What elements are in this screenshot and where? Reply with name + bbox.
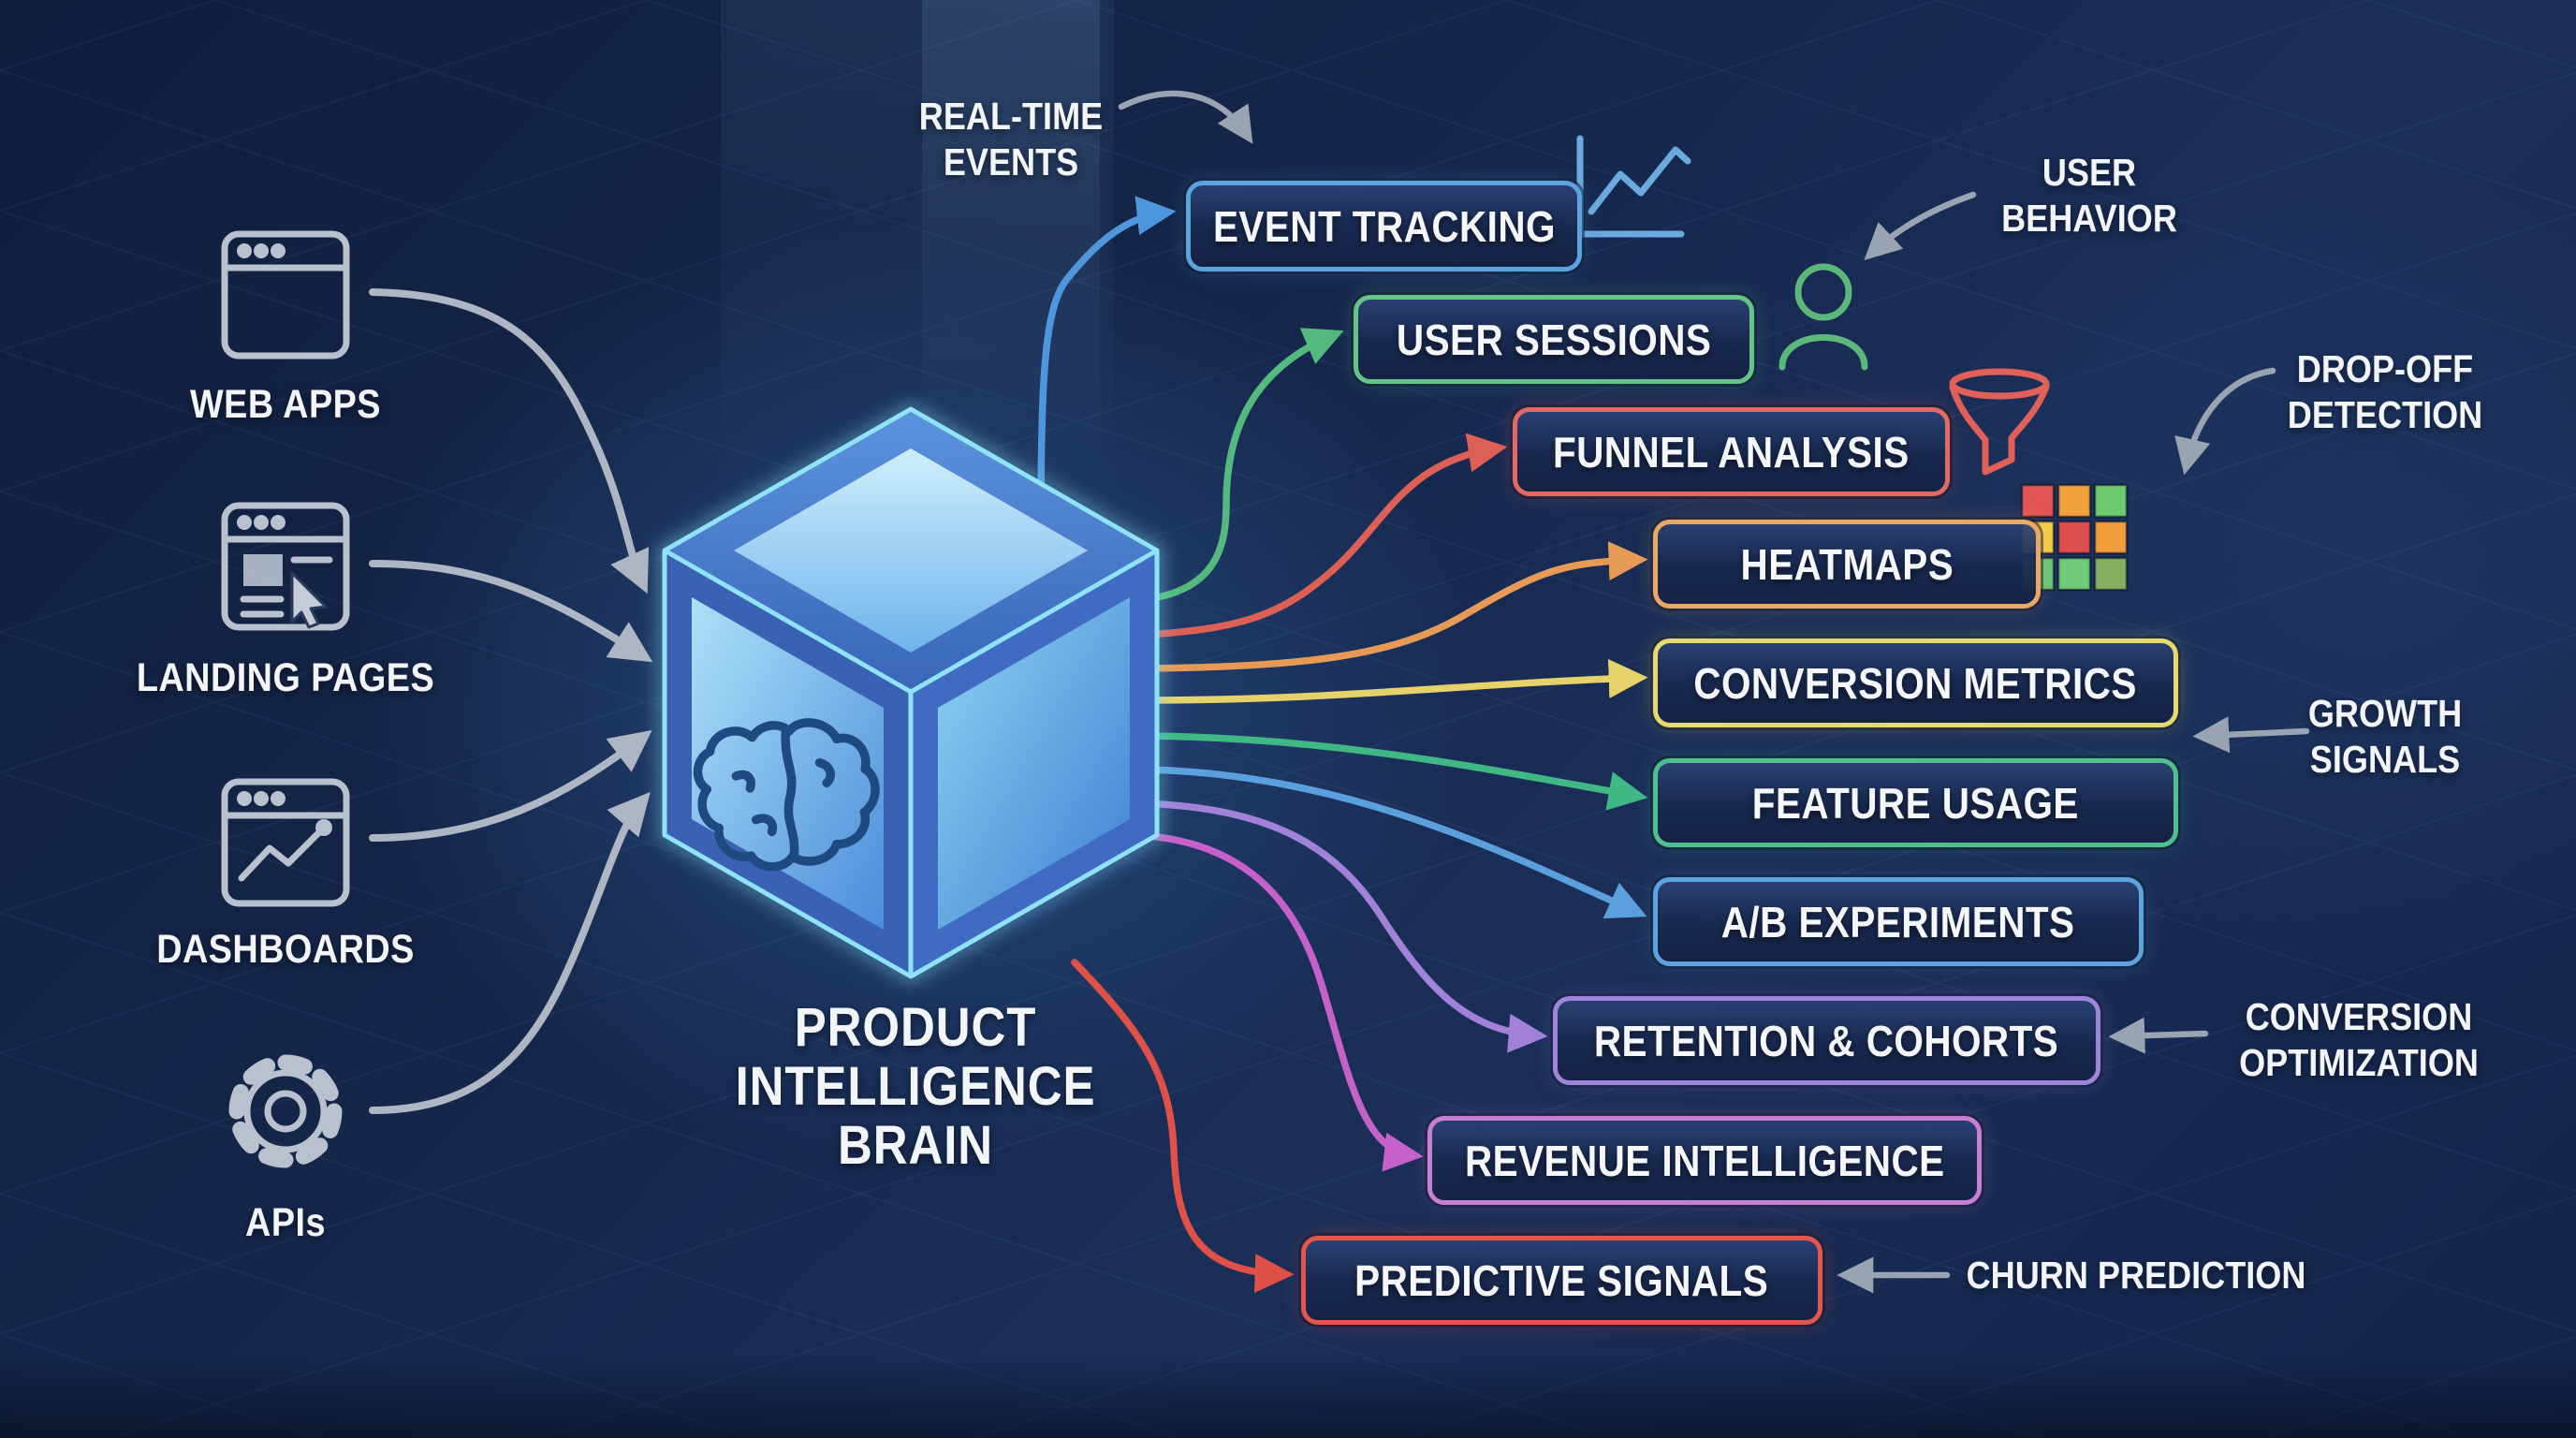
node-conversion-metrics: CONVERSION METRICS <box>1653 638 2178 727</box>
hub-title-line: PRODUCT <box>794 997 1037 1058</box>
annotation-drop-off-detection: DROP-OFF DETECTION <box>2275 346 2496 438</box>
hub-title-line: INTELLIGENCE <box>735 1056 1096 1117</box>
annotation-arrow-real-time-events <box>1118 90 1253 144</box>
annotation-arrow-growth-signals <box>2192 716 2310 754</box>
node-event-tracking: EVENT TRACKING <box>1186 181 1582 271</box>
input-arrow-landing-pages <box>369 560 653 663</box>
browser-window-icon <box>221 230 350 360</box>
hub-title-line: BRAIN <box>837 1115 994 1176</box>
annotation-line: EVENTS <box>943 140 1079 183</box>
node-revenue-intelligence: REVENUE INTELLIGENCE <box>1427 1116 1982 1205</box>
input-arrow-dashboards <box>369 729 652 842</box>
connector-retention-cohorts <box>1136 800 1548 1053</box>
annotation-line: OPTIMIZATION <box>2239 1041 2479 1084</box>
browser-cursor-icon <box>221 502 350 631</box>
node-label: PREDICTIVE SIGNALS <box>1354 1255 1769 1305</box>
intelligence-cube <box>658 402 1164 984</box>
connector-feature-usage <box>1140 732 1648 811</box>
annotation-arrow-drop-off-detection <box>2174 367 2276 476</box>
source-label-web-apps: WEB APPS <box>177 382 394 428</box>
node-label: RETENTION & COHORTS <box>1594 1016 2059 1065</box>
annotation-line: BEHAVIOR <box>2001 197 2177 240</box>
annotation-conversion-optimization: CONVERSION OPTIMIZATION <box>2223 994 2496 1086</box>
annotation-arrow-user-behavior <box>1864 191 1977 260</box>
annotation-line: USER <box>2042 151 2137 194</box>
node-label: A/B EXPERIMENTS <box>1721 897 2075 946</box>
node-label: REVENUE INTELLIGENCE <box>1464 1136 1945 1185</box>
annotation-arrow-conversion-optimization <box>2108 1017 2209 1054</box>
node-funnel-analysis: FUNNEL ANALYSIS <box>1513 407 1950 496</box>
source-icons <box>221 230 350 1168</box>
bottom-shade <box>0 1354 2576 1438</box>
annotation-user-behavior: USER BEHAVIOR <box>1989 150 2188 242</box>
connector-user-sessions <box>1143 328 1344 603</box>
annotation-real-time-events: REAL-TIME EVENTS <box>906 94 1115 185</box>
hub-title: PRODUCT INTELLIGENCE BRAIN <box>710 998 1120 1175</box>
cube-panel-top <box>734 448 1088 653</box>
connector-funnel-analysis <box>1140 433 1508 638</box>
node-label: HEATMAPS <box>1740 539 1954 589</box>
gear-icon <box>228 1054 343 1168</box>
source-label-dashboards: DASHBOARDS <box>139 927 432 973</box>
connector-event-tracking <box>1037 196 1177 584</box>
source-label-text: LANDING PAGES <box>136 655 435 700</box>
connector-predictive-signals <box>1071 959 1295 1294</box>
node-feature-usage: FEATURE USAGE <box>1653 758 2178 847</box>
input-arrow-apis <box>369 791 651 1114</box>
source-label-apis: APIs <box>240 1200 331 1246</box>
source-label-text: APIs <box>245 1200 326 1245</box>
annotation-line: CONVERSION <box>2245 995 2473 1038</box>
node-retention-cohorts: RETENTION & COHORTS <box>1553 996 2100 1085</box>
node-heatmaps: HEATMAPS <box>1653 520 2041 609</box>
connector-revenue-intelligence <box>1133 831 1424 1172</box>
annotation-growth-signals: GROWTH SIGNALS <box>2298 691 2473 783</box>
browser-chart-icon <box>221 778 350 907</box>
brain-icon <box>693 718 880 872</box>
input-connectors <box>369 288 653 1114</box>
node-predictive-signals: PREDICTIVE SIGNALS <box>1301 1236 1822 1325</box>
output-connectors <box>1037 196 1648 1294</box>
input-arrow-web-apps <box>369 288 650 594</box>
node-label: EVENT TRACKING <box>1212 201 1556 251</box>
cube-edges <box>662 406 1160 979</box>
annotation-arrows <box>1118 90 2310 1294</box>
annotation-line: DETECTION <box>2287 393 2483 436</box>
connector-ab-experiments <box>1140 766 1647 919</box>
node-user-sessions: USER SESSIONS <box>1354 295 1754 384</box>
annotation-line: CHURN PREDICTION <box>1966 1254 2306 1297</box>
connector-conversion-metrics <box>1140 659 1648 704</box>
annotation-line: DROP-OFF <box>2296 347 2474 390</box>
annotation-line: GROWTH <box>2307 692 2463 735</box>
annotation-line: SIGNALS <box>2309 738 2461 781</box>
source-label-landing-pages: LANDING PAGES <box>116 655 455 701</box>
node-label: FEATURE USAGE <box>1751 778 2080 828</box>
connector-heatmaps <box>1140 541 1648 672</box>
annotation-line: REAL-TIME <box>918 95 1104 138</box>
node-ab-experiments: A/B EXPERIMENTS <box>1653 877 2144 966</box>
user-icon <box>1778 263 1868 371</box>
node-label: USER SESSIONS <box>1396 315 1712 364</box>
node-label: CONVERSION METRICS <box>1693 658 2138 708</box>
node-label: FUNNEL ANALYSIS <box>1553 427 1910 477</box>
funnel-icon <box>1949 368 2050 476</box>
cube-panel-right <box>938 597 1130 930</box>
source-label-text: WEB APPS <box>190 382 381 427</box>
source-label-text: DASHBOARDS <box>156 927 415 972</box>
annotation-churn-prediction: CHURN PREDICTION <box>1943 1253 2329 1299</box>
